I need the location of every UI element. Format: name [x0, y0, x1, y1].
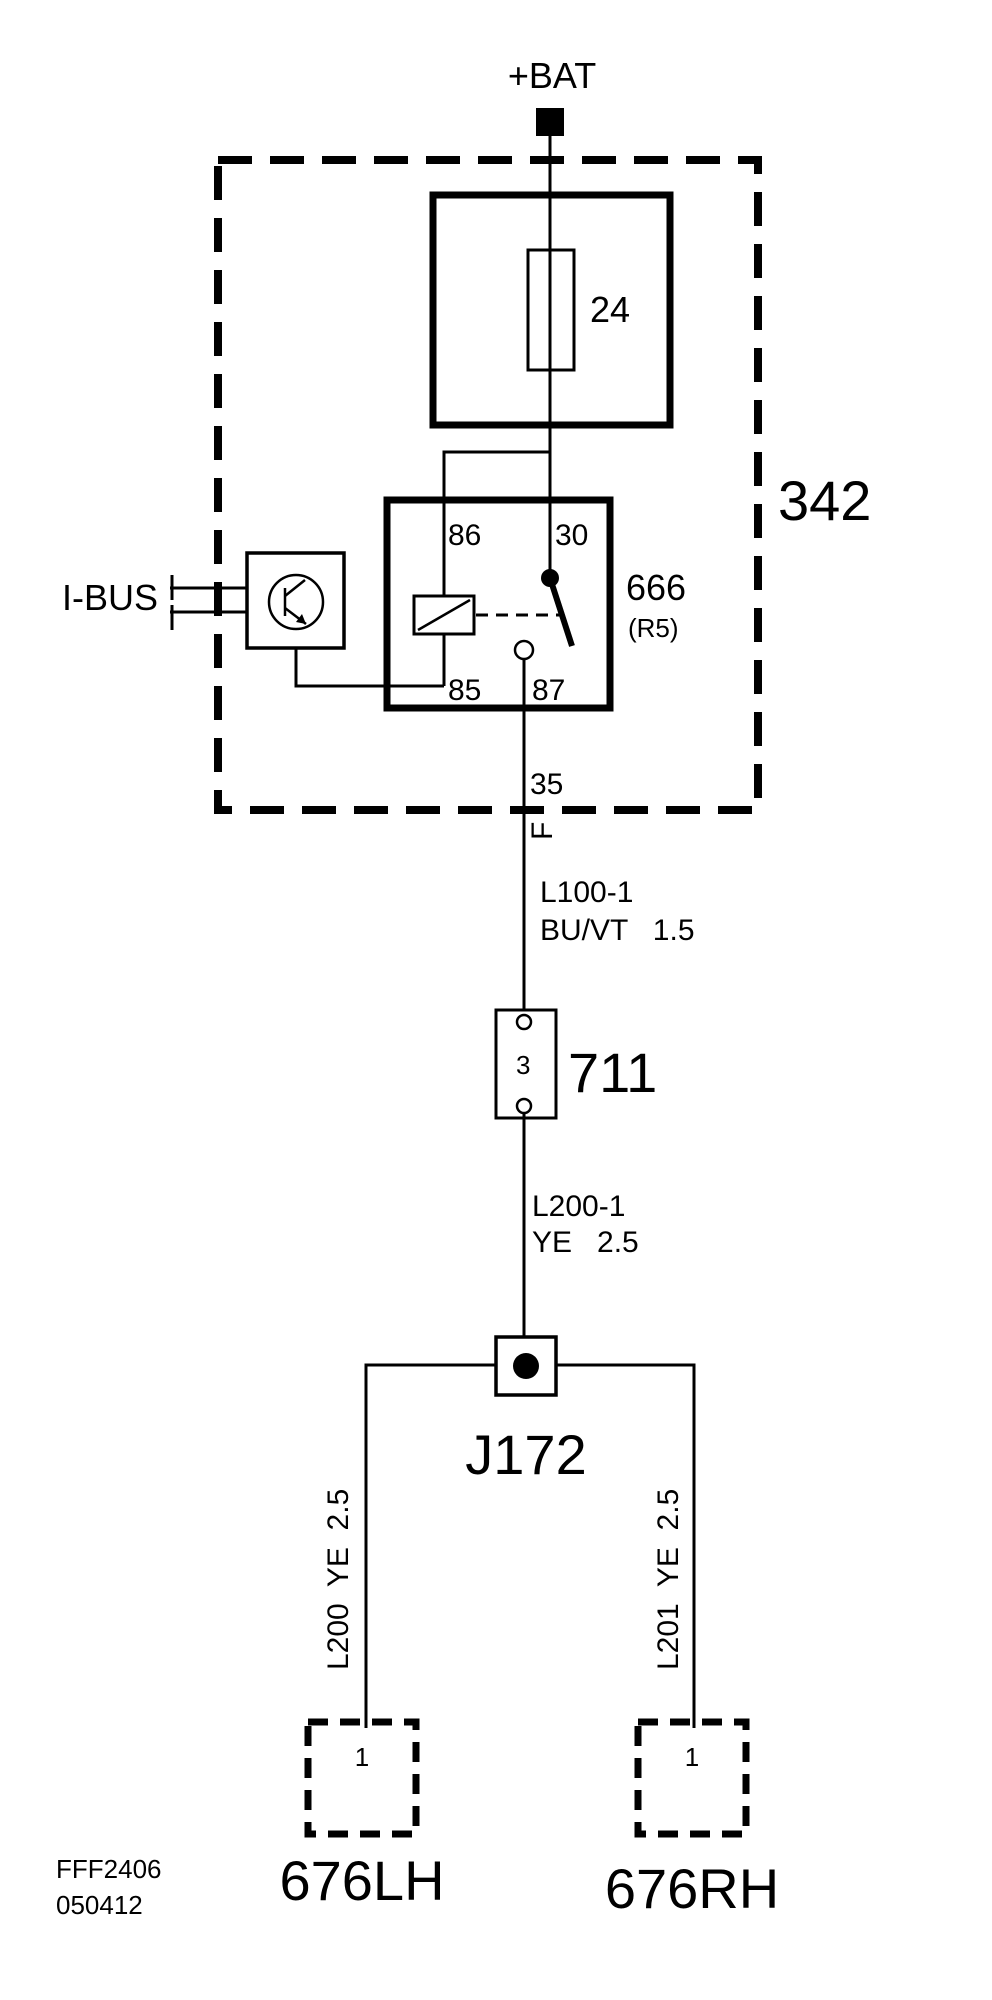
- supply-terminal: [536, 108, 564, 136]
- wire-l200-label: L200 YE 2.5: [322, 1489, 355, 1670]
- output-number: 35: [530, 768, 563, 801]
- junction-j172-node: [513, 1353, 539, 1379]
- junction-bus-left: [364, 1363, 496, 1728]
- wire-l201-label: L201 YE 2.5: [652, 1489, 685, 1670]
- load-676rh-box: [634, 1718, 750, 1838]
- relay-id-label: 666: [626, 567, 686, 608]
- load-676rh-label: 676RH: [605, 1857, 779, 1920]
- footer-date: 050412: [56, 1890, 143, 1920]
- footer-code: FFF2406: [56, 1854, 162, 1884]
- connector-711-label: 711: [568, 1041, 657, 1104]
- load-676rh-pin: 1: [685, 1742, 699, 1772]
- load-676lh-label: 676LH: [279, 1849, 444, 1912]
- relay-pin-30: 30: [555, 519, 588, 552]
- coil-feed-wire: [442, 450, 550, 596]
- driver-to-85-wire: [294, 648, 444, 688]
- wire-l100-1-name: L100-1: [540, 876, 633, 909]
- relay-contact-87: [513, 639, 535, 661]
- load-676lh-pin: 1: [355, 1742, 369, 1772]
- relay-sub-label: (R5): [628, 613, 679, 643]
- relay-pin-86: 86: [448, 519, 481, 552]
- transistor-arrow: [296, 614, 306, 624]
- wire-l200-1-name: L200-1: [532, 1190, 625, 1223]
- relay-666-box: [383, 496, 614, 712]
- fuse-label: 24: [590, 289, 630, 330]
- module-342-outline: [214, 156, 762, 814]
- transistor-collector: [284, 579, 306, 597]
- load-676lh-box: [304, 1718, 420, 1838]
- supply-label: +BAT: [508, 55, 596, 96]
- relay-pin-85: 85: [448, 674, 481, 707]
- connector-711-pin-top: [515, 1013, 533, 1031]
- junction-j172-label: J172: [465, 1423, 586, 1486]
- wire-l100-1-spec: BU/VT 1.5: [540, 914, 695, 947]
- connector-711-pin-label: 3: [516, 1050, 530, 1080]
- ibus-label: I-BUS: [62, 577, 158, 618]
- wire-l200-1-spec: YE 2.5: [532, 1226, 639, 1259]
- relay-coil-slash: [417, 598, 471, 632]
- connector-711-pin-bottom: [515, 1097, 533, 1115]
- junction-bus-right: [556, 1363, 696, 1728]
- output-letter: F: [526, 822, 559, 840]
- transistor-symbol: [267, 573, 325, 631]
- module-342-label: 342: [778, 469, 871, 532]
- relay-switch-arm: [547, 577, 575, 647]
- relay-pin-87: 87: [532, 674, 565, 707]
- driver-box: [245, 551, 346, 650]
